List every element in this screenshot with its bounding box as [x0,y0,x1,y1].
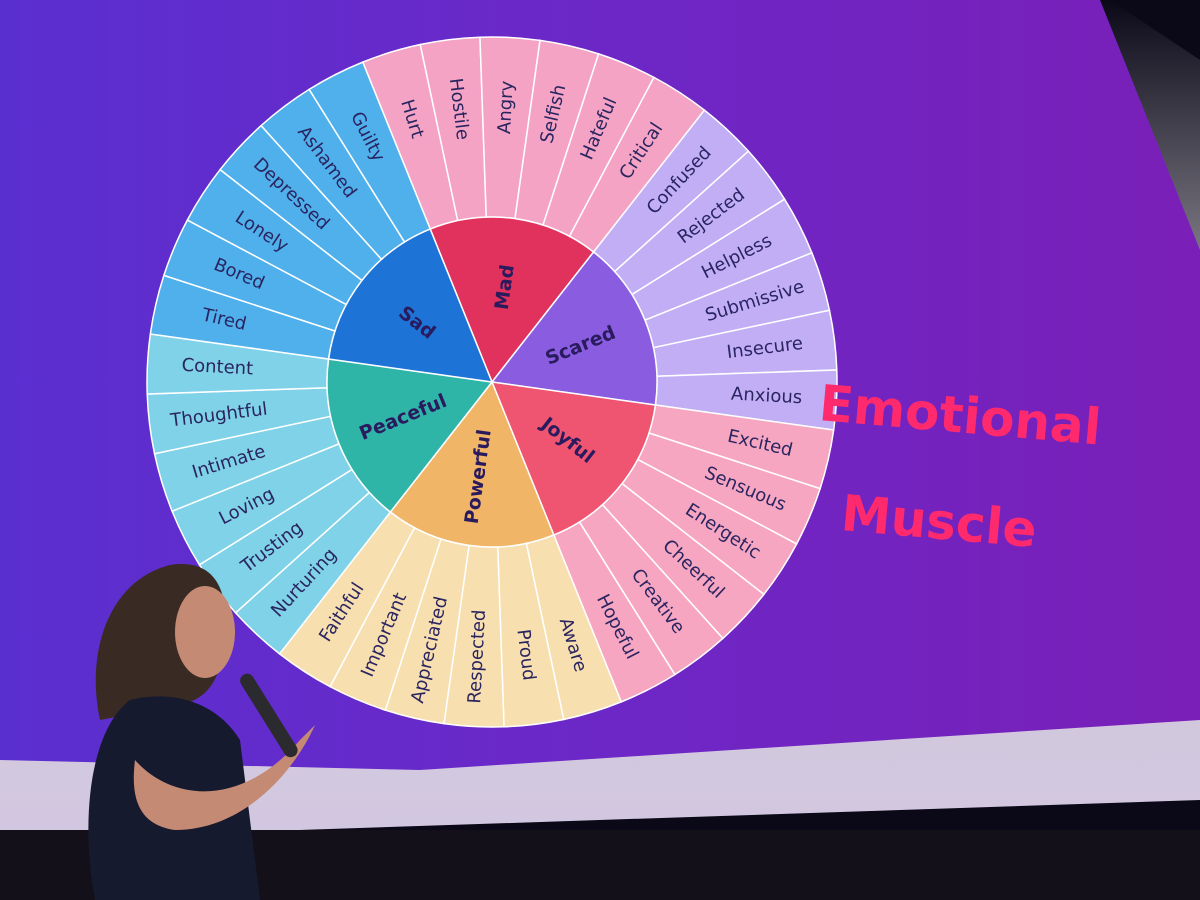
core-emotion-segment [490,250,658,406]
presenter-arm [133,725,315,830]
feeling-label: Angry [494,80,518,135]
feeling-label: Content [181,355,254,380]
presenter-face [175,586,235,678]
feeling-label: Respected [464,609,490,704]
core-emotion-segment [326,358,494,514]
core-emotion-segment [429,216,595,384]
presenter [88,564,315,900]
microphone-icon [240,673,298,758]
core-emotion-segment [327,228,494,383]
core-emotion-segment [389,380,555,548]
core-emotion-segment [490,381,657,536]
feeling-label: Anxious [731,384,803,409]
